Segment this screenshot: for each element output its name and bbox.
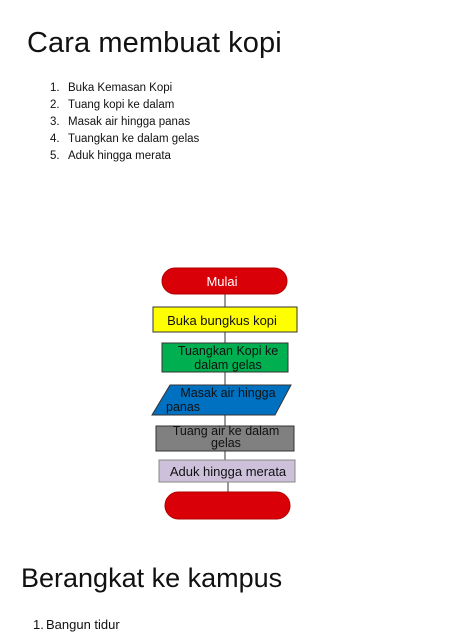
io1-shape [151,384,292,416]
list-text: Tuang kopi ke dalam [68,99,175,111]
list-text: Tuangkan ke dalam gelas [68,133,200,145]
list-text: Buka Kemasan Kopi [68,82,173,94]
list-number: 5. [50,150,60,162]
list-text: Aduk hingga merata [68,150,171,162]
list-number: 2. [50,99,60,111]
list-item: 2. Tuang kopi ke dalam [50,98,210,112]
io1-label-line2: panas [166,400,200,414]
flow-connectors [224,294,229,492]
list-item: 3. Masak air hingga panas [50,115,210,129]
list-number: 1. [50,82,60,94]
section-title-coffee: Cara membuat kopi [27,27,282,59]
flow-io-boil-water: Masak air hingga panas [151,384,292,416]
list-item: 1.Bangun tidur [33,617,120,632]
flow-process-stir: Aduk hingga merata [158,459,296,483]
process1-label: Buka bungkus kopi [167,313,277,328]
list-item: 4. Tuangkan ke dalam gelas [50,132,210,146]
flow-process-pour-coffee: Tuangkan Kopi ke dalam gelas [161,342,289,373]
coffee-steps-list: 1. Buka Kemasan Kopi 2. Tuang kopi ke dala… [50,81,210,166]
list-text: Bangun tidur [46,617,120,632]
process4-label: Aduk hingga merata [170,464,287,479]
campus-steps-list: 1.Bangun tidur [33,617,120,632]
list-item: 1. Buka Kemasan Kopi [50,81,210,95]
section-title-campus: Berangkat ke kampus [21,563,283,593]
flow-end-terminator [164,491,291,520]
process3-shape [155,425,295,452]
process1-shape [152,306,298,333]
list-number: 3. [50,116,60,128]
process4-shape [158,459,296,483]
process2-label-line2: dalam gelas [194,358,261,372]
process2-label-line1: Tuangkan Kopi ke [178,344,278,358]
list-number: 4. [50,133,60,145]
process3-label-line2: gelas [211,436,241,450]
start-label: Mulai [206,274,237,289]
process2-shape [161,342,289,373]
list-text: Masak air hingga panas [68,116,191,128]
list-number: 1. [33,617,44,632]
io1-label-line1: Masak air hingga [180,386,275,400]
end-shape [164,491,291,520]
start-shape [161,267,288,295]
flow-process-pour-water: Tuang air ke dalam gelas [155,424,295,452]
flow-process-open-package: Buka bungkus kopi [152,306,298,333]
list-item: 5. Aduk hingga merata [50,149,210,163]
flow-start-terminator: Mulai [161,267,288,295]
process3-label-line1: Tuang air ke dalam [173,424,280,438]
